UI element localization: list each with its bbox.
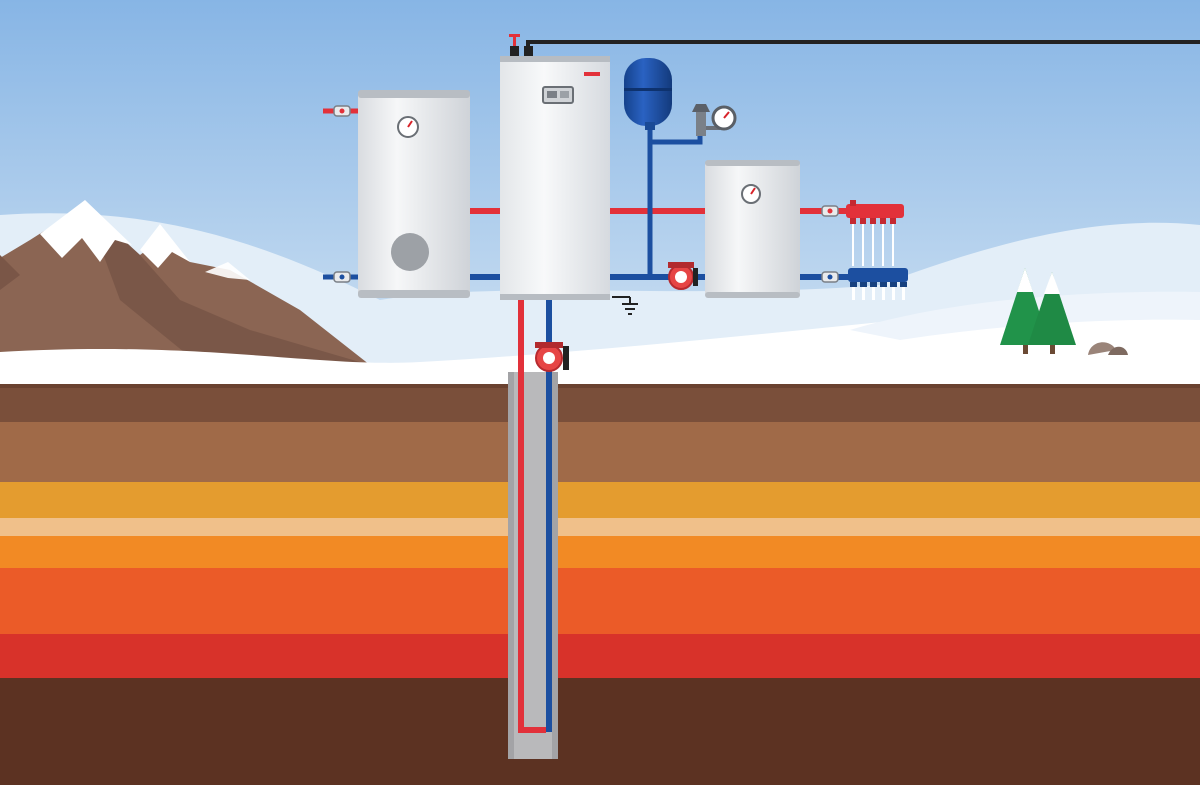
soil-layer-5: [0, 536, 1200, 568]
soil-layer-1: [0, 384, 1200, 422]
expansion-riser-pipe: [647, 132, 703, 277]
air-vent-icon: [692, 104, 710, 136]
mountain-small: [0, 255, 20, 290]
soil-layer-3: [0, 482, 1200, 518]
mountain-snowcap: [40, 200, 132, 262]
soil-layer-4: [0, 518, 1200, 536]
status-indicator: [584, 72, 600, 76]
thermometer-gauge-icon: [397, 116, 419, 138]
soil-layer-2: [0, 422, 1200, 482]
expansion-vessel-icon: [624, 58, 672, 130]
mountain-shadow: [85, 205, 370, 365]
soil-layer-8: [0, 678, 1200, 785]
ball-valve-icon: [333, 105, 351, 117]
ball-valve-icon: [821, 205, 839, 217]
circulation-pump-icon: [668, 262, 698, 290]
supply-manifold: [846, 200, 904, 266]
soil-layer-7: [0, 634, 1200, 678]
pressure-gauge-icon: [706, 105, 737, 131]
immersion-heater-flange: [391, 233, 429, 271]
thermometer-gauge-icon: [741, 184, 761, 204]
mountain-range: [0, 200, 370, 365]
heat-pump-unit: [500, 56, 610, 300]
power-terminal-icon: [509, 34, 533, 56]
ball-valve-icon: [333, 271, 351, 283]
electrical-ground-icon: [612, 296, 638, 315]
buffer-tank: [705, 160, 800, 298]
hot-water-tank: [358, 90, 470, 298]
circulation-pump-icon: [535, 342, 569, 372]
ball-valve-icon: [821, 271, 839, 283]
soil-strata: [0, 384, 1200, 785]
return-manifold: [848, 268, 908, 300]
mountain-snowcap-2: [140, 224, 190, 268]
pine-trees: [1000, 268, 1076, 354]
soil-layer-6: [0, 568, 1200, 634]
ground-loop-hot-pipe: [518, 298, 546, 733]
mountain-snowcap-3: [205, 262, 250, 280]
rocks: [1088, 342, 1128, 355]
